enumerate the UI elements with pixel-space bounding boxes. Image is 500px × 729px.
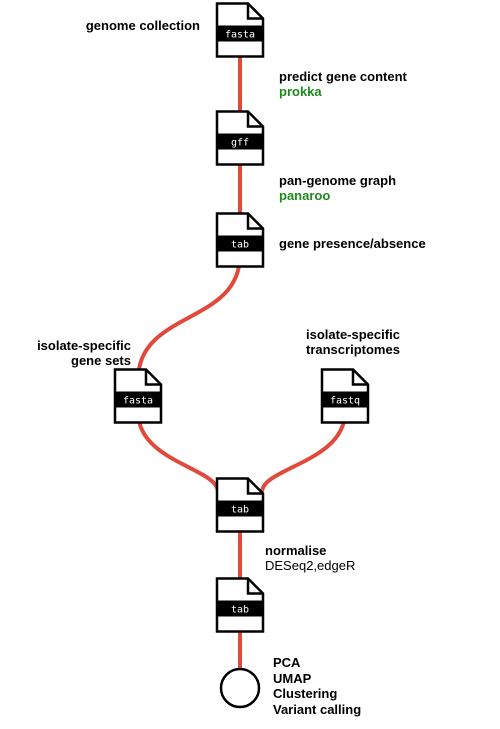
- label-isolate-gene-sets-line1: isolate-specific: [37, 338, 131, 353]
- label-tool-prokka: prokka: [279, 84, 322, 99]
- genome-file-file-icon: fasta: [215, 2, 265, 58]
- label-pan-genome-graph: pan-genome graph: [279, 173, 397, 188]
- label-output-variant-calling: Variant calling: [273, 702, 362, 717]
- label-isolate-transcriptomes-line2: transcriptomes: [306, 342, 400, 357]
- tab-file-1-file-icon: tab: [215, 212, 265, 268]
- label-output-clustering: Clustering: [273, 686, 338, 701]
- genome-file-format-label: fasta: [225, 30, 255, 41]
- label-normalise: normalise: [265, 543, 327, 558]
- tab-file-3-format-label: tab: [231, 605, 249, 616]
- tab-file-2-file-icon: tab: [215, 477, 265, 533]
- label-gene-presence-absence: gene presence/absence: [279, 236, 426, 251]
- label-predict-gene-content: predict gene content: [279, 69, 407, 84]
- fastq-file-file-icon: fastq: [320, 368, 370, 424]
- label-output-umap: UMAP: [273, 671, 312, 686]
- tab-file-2-format-label: tab: [231, 505, 249, 516]
- fasta-file-2-file-icon: fasta: [113, 368, 163, 424]
- tab-file-1-format-label: tab: [231, 240, 249, 251]
- edge-fastq-tab: [260, 410, 347, 494]
- edge-fasta-tab: [136, 410, 220, 494]
- gff-file-format-label: gff: [231, 138, 249, 149]
- label-isolate-transcriptomes-line1: isolate-specific: [306, 327, 400, 342]
- output-circle-node: [219, 667, 261, 709]
- label-tool-panaroo: panaroo: [279, 188, 331, 203]
- label-genome-collection: genome collection: [85, 18, 200, 33]
- edge-tab-fasta: [136, 253, 242, 382]
- fastq-file-format-label: fastq: [330, 396, 360, 407]
- label-output-pca: PCA: [273, 655, 301, 670]
- label-isolate-gene-sets-line2: gene sets: [71, 353, 131, 368]
- fasta-file-2-format-label: fasta: [123, 396, 153, 407]
- label-normalise-tools: DESeq2,edgeR: [265, 558, 356, 573]
- tab-file-3-file-icon: tab: [215, 577, 265, 633]
- gff-file-file-icon: gff: [215, 110, 265, 166]
